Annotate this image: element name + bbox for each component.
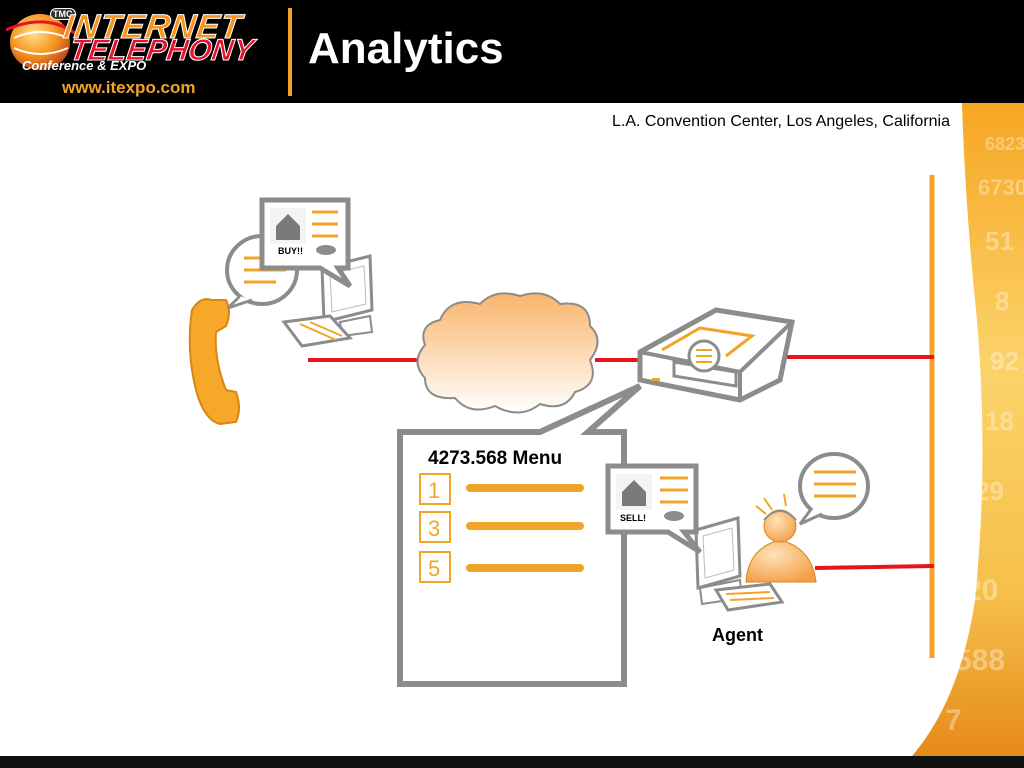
caller-speech-bubble [225,234,299,310]
svg-text:588: 588 [955,644,1005,677]
agent-speech-bubble [798,452,870,526]
agent-computer-icon [694,516,785,612]
agent-label: Agent [712,625,763,645]
home-icon [276,214,300,240]
server-appliance-icon [637,307,795,403]
caller-screen-label: BUY!! [278,246,303,256]
menu-title: 4273.568 Menu [428,448,562,469]
header-bar: TMC INTERNET TELEPHONY Conference & EXPO… [0,0,1024,103]
logo-badge: TMC [50,8,76,20]
globe-icon [6,14,76,70]
cloud-icon [416,292,599,414]
caller-web-screen: BUY!! [259,197,353,289]
location-text: L.A. Convention Center, Los Angeles, Cal… [612,113,950,130]
svg-text:6823: 6823 [985,134,1024,154]
svg-text:51: 51 [985,226,1014,256]
menu-option-1: 1 [419,473,584,505]
decorative-digits: 6823 6730 51 8 92 18 29 20 588 7 [945,134,1024,737]
agent-web-screen: SELL! [605,463,702,555]
menu-option-label: 1 [428,478,440,503]
svg-text:20: 20 [965,574,998,607]
ivr-menu-callout: 4273.568 Menu 1 3 5 [397,383,642,687]
menu-option-label: 5 [428,556,440,581]
svg-text:8: 8 [995,286,1009,316]
svg-text:6730: 6730 [978,175,1024,200]
link-agent-bus [814,564,935,570]
menu-option-3: 3 [419,511,584,543]
logo-url[interactable]: www.itexpo.com [62,78,196,97]
svg-text:29: 29 [975,476,1004,506]
menu-option-label: 3 [428,516,440,541]
svg-text:7: 7 [945,704,962,737]
agent-screen-label: SELL! [620,513,646,523]
home-icon [622,480,646,506]
menu-option-5: 5 [419,551,584,583]
telephone-handset-icon [188,298,240,426]
decorative-side-panel [912,103,1024,756]
logo-conference: Conference & EXPO [22,58,147,73]
caller-computer-icon [281,254,374,348]
agent-person-icon [745,493,817,583]
svg-text:92: 92 [990,346,1019,376]
header-divider [288,8,292,96]
svg-text:18: 18 [985,406,1014,436]
footer-bar [0,756,1024,768]
page-title: Analytics [308,24,504,73]
